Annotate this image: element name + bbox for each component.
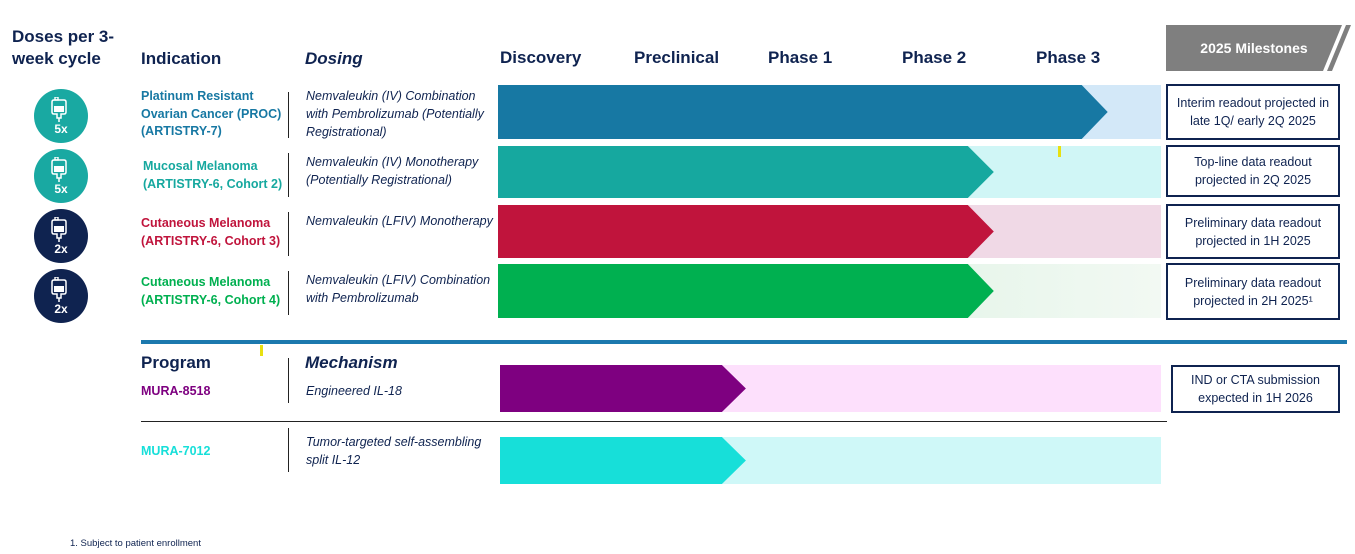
progress-bar-row-3 [498, 205, 1161, 258]
mechanism-1: Engineered IL-18 [306, 384, 402, 398]
milestones-header-label: 2025 Milestones [1200, 40, 1308, 56]
bar-progress-arrow [498, 85, 1108, 139]
program-name-1: MURA-8518 [141, 384, 211, 398]
separator-line [288, 428, 289, 472]
phase-header-preclinical: Preclinical [634, 48, 720, 67]
footnote: 1. Subject to patient enrollment [70, 538, 201, 549]
indication-row-1: Platinum Resistant Ovarian Cancer (PROC)… [141, 89, 282, 138]
bar-progress-arrow [498, 205, 994, 258]
bar-progress-arrow [500, 437, 746, 484]
bar-progress-arrow [498, 264, 994, 318]
dose-circle-row-3: 2x [34, 209, 88, 263]
dosing-header: Dosing [305, 49, 363, 68]
dosing-row-3: Nemvaleukin (LFIV) Monotherapy [306, 214, 493, 228]
milestone-row-3: Preliminary data readout projected in 1H… [1166, 204, 1340, 259]
milestone-row-1: Interim readout projected in late 1Q/ ea… [1166, 84, 1340, 140]
progress-bar-program-1 [500, 365, 1161, 412]
dose-circle-row-1: 5x [34, 89, 88, 143]
mechanism-header: Mechanism [305, 353, 398, 372]
progress-bar-row-4 [498, 264, 1161, 318]
indication-header: Indication [141, 49, 222, 68]
iv-bag-icon [51, 217, 67, 242]
bar-progress-arrow [498, 146, 994, 198]
dose-count: 2x [54, 242, 68, 256]
separator-line [288, 271, 289, 315]
dosing-row-2: Nemvaleukin (IV) Monotherapy (Potentiall… [306, 155, 479, 187]
dosing-row-1: Nemvaleukin (IV) Combination with Pembro… [306, 89, 484, 139]
yellow-marker [260, 345, 263, 356]
program-separator [141, 421, 1167, 422]
dose-count: 5x [54, 122, 68, 136]
iv-bag-icon [51, 277, 67, 302]
milestone-row-2: Top-line data readout projected in 2Q 20… [1166, 145, 1340, 197]
indication-row-2: Mucosal Melanoma (ARTISTRY-6, Cohort 2) [143, 159, 283, 191]
doses-per-cycle-header: Doses per 3-week cycle [12, 27, 115, 68]
phase-header-phase2: Phase 2 [902, 48, 967, 67]
iv-bag-icon [51, 157, 67, 182]
separator-line [288, 153, 289, 197]
separator-line [288, 92, 289, 138]
progress-bar-program-2 [500, 437, 1161, 484]
separator-line [288, 358, 289, 403]
milestones-header: 2025 Milestones [1166, 25, 1351, 71]
bar-progress-arrow [500, 365, 746, 412]
dose-count: 2x [54, 302, 68, 316]
dose-count: 5x [54, 182, 68, 196]
phase-header-phase1: Phase 1 [768, 48, 833, 67]
program-name-2: MURA-7012 [141, 444, 211, 458]
indication-row-4: Cutaneous Melanoma (ARTISTRY-6, Cohort 4… [141, 275, 281, 307]
mechanism-2: Tumor-targeted self-assembling split IL-… [306, 435, 482, 467]
section-divider [141, 340, 1347, 344]
phase-header-phase3: Phase 3 [1036, 48, 1101, 67]
progress-bar-row-1 [498, 85, 1161, 139]
progress-bar-row-2 [498, 146, 1161, 198]
milestones-header-shape [1166, 25, 1351, 71]
program-header: Program [141, 353, 211, 372]
iv-bag-icon [51, 97, 67, 122]
milestone-row-4: Preliminary data readout projected in 2H… [1166, 263, 1340, 320]
dosing-row-4: Nemvaleukin (LFIV) Combination with Pemb… [306, 273, 491, 305]
milestone-program-1: IND or CTA submission expected in 1H 202… [1171, 365, 1340, 413]
dose-circle-row-2: 5x [34, 149, 88, 203]
phase-header-discovery: Discovery [500, 48, 582, 67]
dose-circle-row-4: 2x [34, 269, 88, 323]
yellow-marker [1058, 146, 1061, 157]
separator-line [288, 212, 289, 256]
indication-row-3: Cutaneous Melanoma (ARTISTRY-6, Cohort 3… [141, 216, 281, 248]
